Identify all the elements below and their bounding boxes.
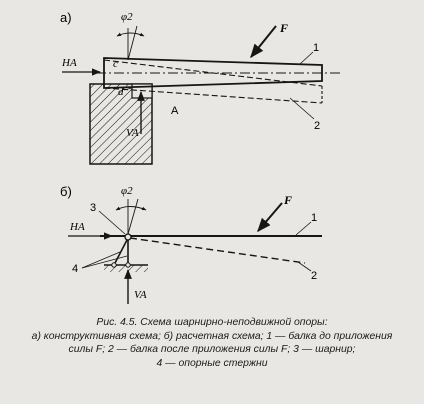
rod-hinge-bottom-1 <box>125 262 131 268</box>
reaction-h-label-b: HA <box>69 221 85 233</box>
callout-1: 1 <box>313 42 319 54</box>
beam-after-load-b <box>129 237 306 264</box>
panel-b-tag: б) <box>60 184 72 199</box>
hinged-support-diagram: а) φ2 c d HA VA A F 1 2 <box>60 10 342 304</box>
angle-arc <box>116 32 145 37</box>
beam-before-load <box>103 57 323 89</box>
force-label-b: F <box>283 193 292 207</box>
support-rod-inclined <box>113 237 129 266</box>
leader-d <box>123 87 133 91</box>
angle-label-b: φ2 <box>121 185 133 197</box>
hinge-3 <box>124 233 132 241</box>
caption-line-2: а) конструктивная схема; б) расчетная сх… <box>31 330 393 342</box>
point-c-label: c <box>113 58 118 70</box>
panel-a-tag: а) <box>60 10 72 25</box>
point-A-label: A <box>171 105 179 117</box>
angle-ref-tilted-b <box>127 198 139 235</box>
reaction-v-label-b: VA <box>134 289 147 301</box>
callout-3: 3 <box>90 202 96 214</box>
callout-2: 2 <box>314 120 320 132</box>
reaction-h-label: HA <box>61 57 77 69</box>
angle-arc-b <box>115 206 147 211</box>
reaction-v-label: VA <box>126 127 139 139</box>
force-arrow <box>250 25 277 59</box>
angle-ref-tilted <box>127 25 138 61</box>
callout-2-b: 2 <box>311 270 317 282</box>
point-d-label: d <box>118 86 124 98</box>
force-label: F <box>279 21 288 35</box>
angle-label: φ2 <box>121 11 133 23</box>
ground-hatch <box>104 265 148 272</box>
caption-line-3: силы F; 2 — балка после приложения силы … <box>68 344 356 356</box>
force-arrow-b <box>257 202 283 233</box>
caption-line-1: Рис. 4.5. Схема шарнирно-неподвижной опо… <box>96 317 328 328</box>
figure-caption: Рис. 4.5. Схема шарнирно-неподвижной опо… <box>0 316 424 370</box>
callout-3-leader <box>98 210 126 235</box>
rod-hinge-bottom-2 <box>111 262 117 268</box>
panel-a: а) φ2 c d HA VA A F 1 2 <box>60 10 342 165</box>
callout-1-leader <box>299 51 314 65</box>
callout-1-leader-b <box>295 221 312 236</box>
panel-b: б) φ2 HA VA F 1 2 3 <box>60 184 322 304</box>
callout-4: 4 <box>72 263 78 275</box>
beam-after-load-top <box>103 59 323 87</box>
callout-2-leader <box>289 97 315 120</box>
callout-4-leader-2 <box>81 255 128 269</box>
callout-2-leader-b <box>297 261 312 272</box>
callout-1-b: 1 <box>311 212 317 224</box>
beam-after-load-bottom <box>103 87 323 104</box>
callout-4-leader-1 <box>81 251 121 269</box>
caption-line-4: 4 — опорные стержни <box>156 357 268 369</box>
